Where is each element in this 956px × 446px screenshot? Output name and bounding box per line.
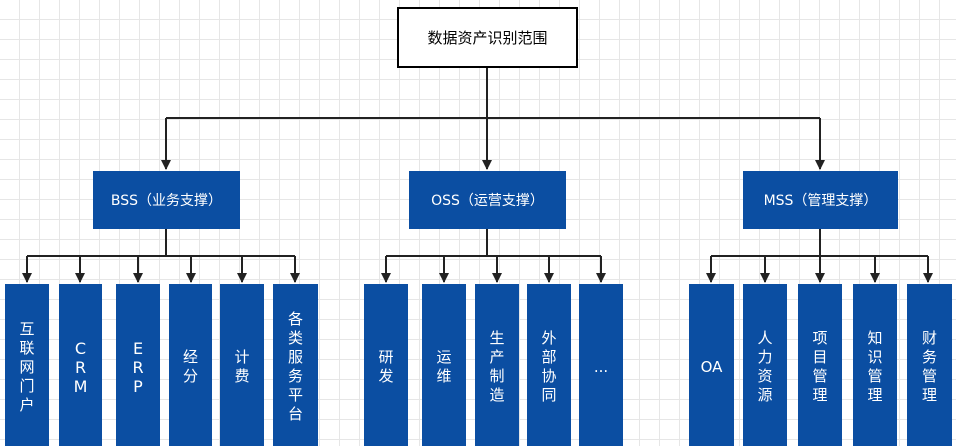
leaf-label: 财务管理 xyxy=(921,329,937,404)
leaf-erp: ERP xyxy=(116,284,160,446)
leaf-label: 运维 xyxy=(436,348,452,385)
category-oss-label: OSS（运营支撑） xyxy=(431,193,544,209)
leaf-label: 计费 xyxy=(234,348,250,385)
category-bss: BSS（业务支撑） xyxy=(93,171,240,229)
leaf-billing: 计费 xyxy=(220,284,264,446)
leaf-label: 经分 xyxy=(182,348,198,385)
leaf-label: OA xyxy=(700,357,723,376)
leaf-label: 生产制造 xyxy=(489,329,505,404)
leaf-business-analysis: 经分 xyxy=(169,284,212,446)
leaf-label: 各类服务平台 xyxy=(287,310,303,423)
leaf-operations: 运维 xyxy=(422,284,466,446)
leaf-manufacturing: 生产制造 xyxy=(475,284,519,446)
leaf-label: ... xyxy=(593,357,609,376)
leaf-label: 外部协同 xyxy=(541,329,557,404)
leaf-oa: OA xyxy=(689,284,734,446)
root-label: 数据资产识别范围 xyxy=(427,29,548,47)
leaf-service-platforms: 各类服务平台 xyxy=(273,284,318,446)
category-mss: MSS（管理支撑） xyxy=(743,171,898,229)
leaf-project-management: 项目管理 xyxy=(798,284,842,446)
category-bss-label: BSS（业务支撑） xyxy=(110,193,223,209)
leaf-label: 互联网门户 xyxy=(19,319,35,414)
leaf-knowledge-management: 知识管理 xyxy=(853,284,897,446)
leaf-internet-portal: 互联网门户 xyxy=(5,284,49,446)
leaf-external-collaboration: 外部协同 xyxy=(527,284,571,446)
root-node: 数据资产识别范围 xyxy=(397,7,578,68)
leaf-label: 知识管理 xyxy=(867,329,883,404)
category-oss: OSS（运营支撑） xyxy=(409,171,566,229)
leaf-label: 人力资源 xyxy=(757,329,773,404)
leaf-human-resources: 人力资源 xyxy=(743,284,787,446)
category-mss-label: MSS（管理支撑） xyxy=(763,193,878,209)
leaf-more: ... xyxy=(579,284,623,446)
leaf-crm: CRM xyxy=(59,284,102,446)
leaf-label: ERP xyxy=(132,338,144,396)
leaf-finance-management: 财务管理 xyxy=(907,284,952,446)
leaf-label: 研发 xyxy=(378,348,394,385)
leaf-label: CRM xyxy=(73,338,88,396)
leaf-rnd: 研发 xyxy=(364,284,408,446)
leaf-label: 项目管理 xyxy=(812,329,828,404)
